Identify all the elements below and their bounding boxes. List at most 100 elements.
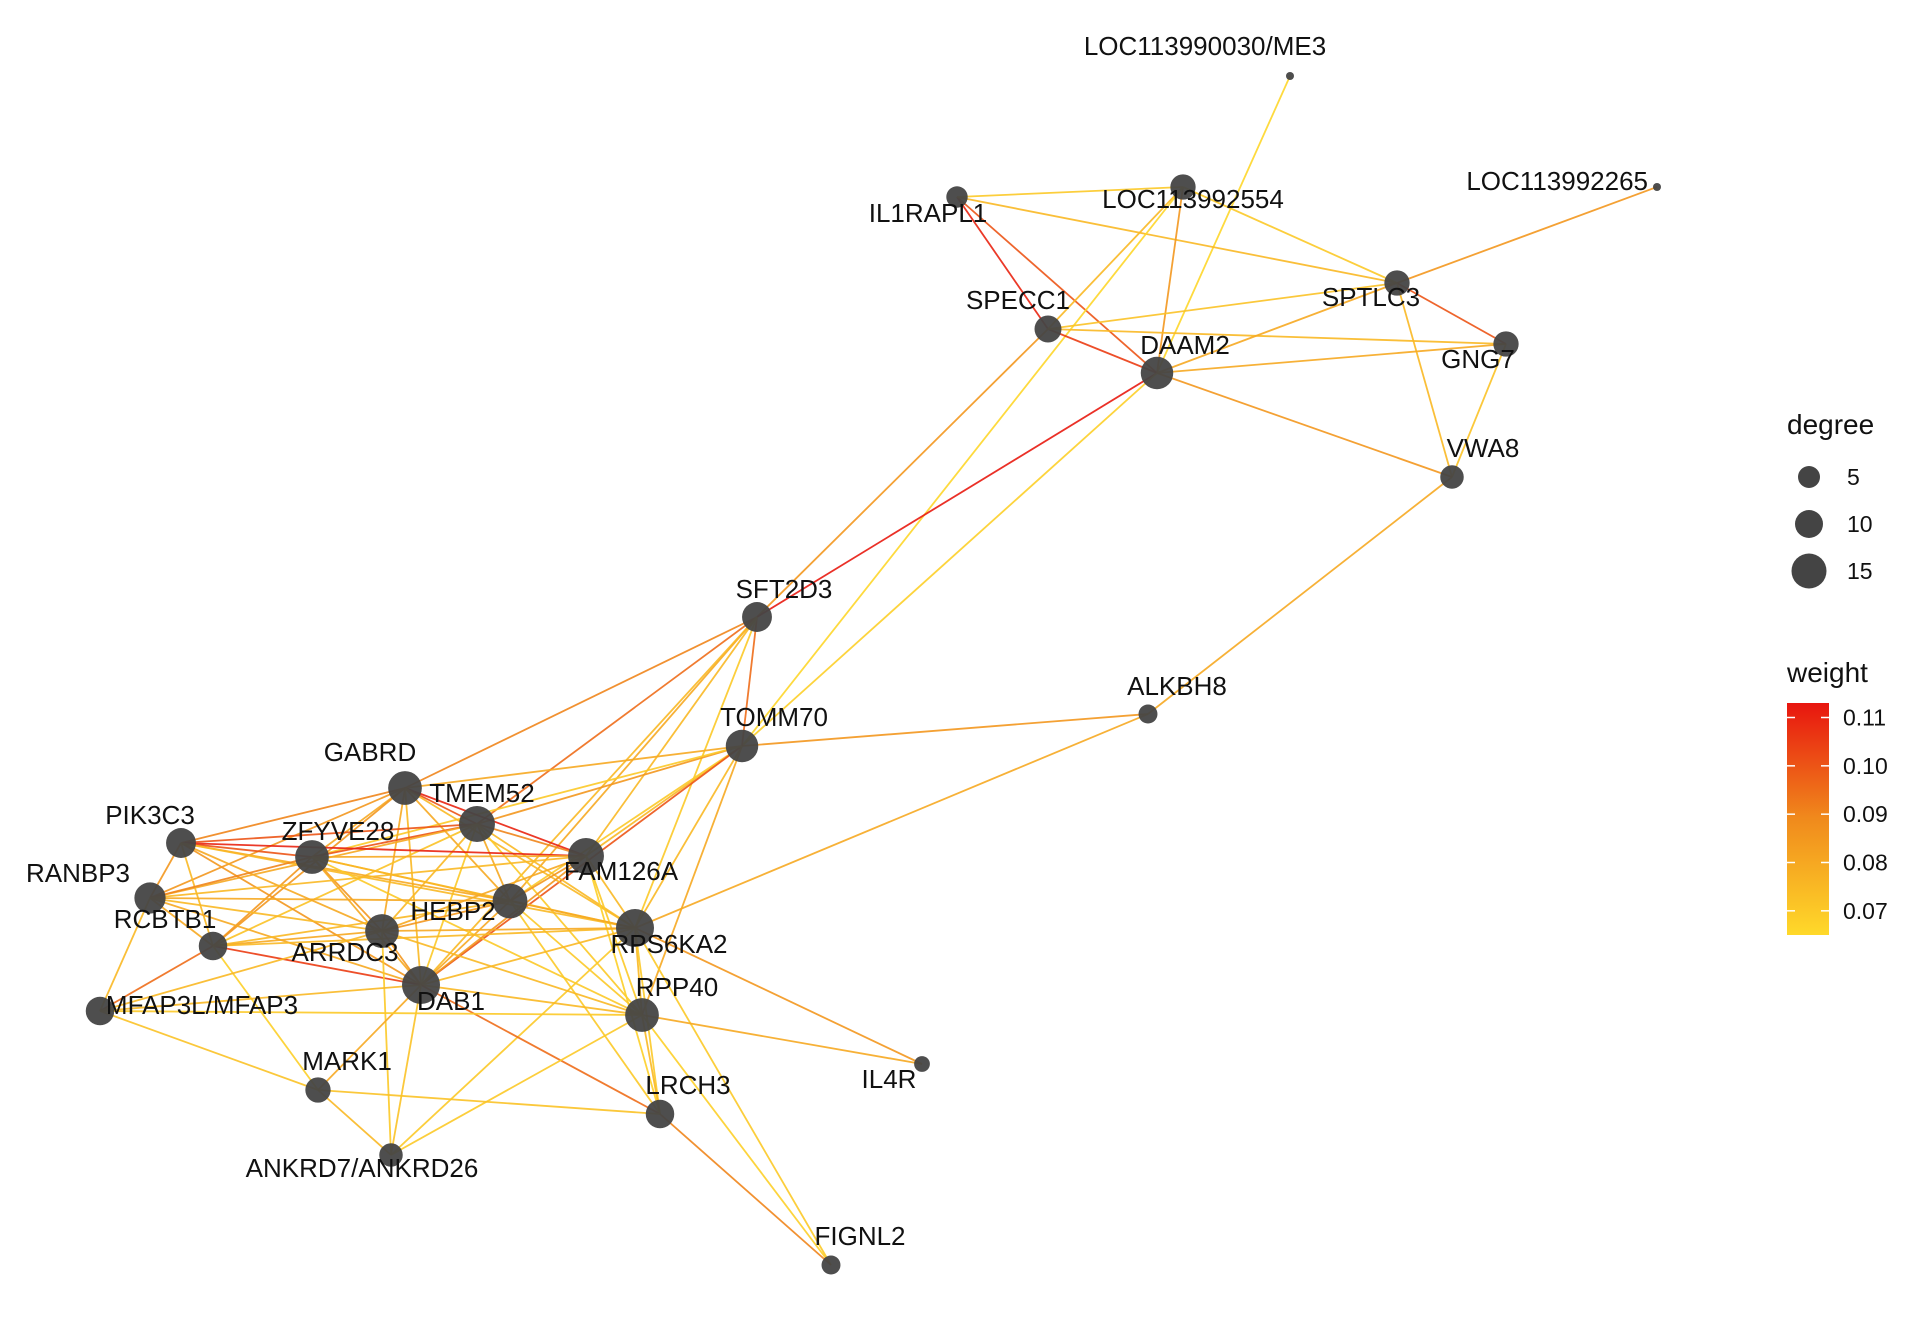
edge-gabrd-arrdc3 xyxy=(381,787,406,932)
edge-tmem52-fam126a xyxy=(476,823,587,857)
weight-tick-label-0: 0.11 xyxy=(1843,705,1886,731)
edge-dab1-lrch3 xyxy=(420,984,661,1115)
node-label-pik3c3: PIK3C3 xyxy=(105,800,195,830)
node-label-specc1: SPECC1 xyxy=(966,285,1070,315)
edge-hebp2-arrdc3 xyxy=(381,900,511,932)
edge-gabrd-hebp2 xyxy=(404,787,511,902)
edge-rps6ka2-il4r xyxy=(634,927,923,1065)
node-loc113990030-me3[interactable] xyxy=(1286,72,1294,80)
edge-rcbtb1-mark1 xyxy=(212,945,319,1091)
node-ranbp3[interactable] xyxy=(134,882,166,914)
edge-gng7-vwa8 xyxy=(1451,343,1507,478)
edge-dab1-mark1 xyxy=(317,984,422,1091)
edge-loc113992554-sptlc3 xyxy=(1182,186,1398,284)
edge-rps6ka2-fignl2 xyxy=(634,927,832,1266)
node-ankrd7-ankrd26[interactable] xyxy=(379,1143,403,1167)
edge-rpp40-ankrd7-ankrd26 xyxy=(390,1014,643,1156)
node-label-hebp2: HEBP2 xyxy=(410,896,495,926)
node-rps6ka2[interactable] xyxy=(616,909,654,947)
node-mfap3l-mfap3[interactable] xyxy=(85,996,115,1026)
weight-colorbar xyxy=(1787,703,1829,935)
node-label-dab1: DAB1 xyxy=(417,986,485,1016)
node-dab1[interactable] xyxy=(402,966,440,1004)
degree-legend-label-15: 15 xyxy=(1847,558,1873,584)
degree-legend-swatch-10 xyxy=(1795,510,1823,538)
edge-rps6ka2-arrdc3 xyxy=(381,927,636,932)
node-il4r[interactable] xyxy=(914,1056,930,1072)
node-specc1[interactable] xyxy=(1034,315,1062,343)
edge-sptlc3-vwa8 xyxy=(1396,282,1453,478)
edge-zfyve28-dab1 xyxy=(311,856,422,986)
node-label-vwa8: VWA8 xyxy=(1447,433,1520,463)
node-loc113992554[interactable] xyxy=(1170,174,1196,200)
node-daam2[interactable] xyxy=(1140,356,1174,390)
edge-zfyve28-rpp40 xyxy=(311,856,643,1016)
node-tomm70[interactable] xyxy=(725,729,759,763)
node-gng7[interactable] xyxy=(1493,331,1519,357)
node-arrdc3[interactable] xyxy=(365,914,399,948)
node-fam126a[interactable] xyxy=(568,838,604,874)
node-label-loc113992554: LOC113992554 xyxy=(1102,184,1284,214)
edge-loc113992554-tomm70 xyxy=(741,186,1184,747)
edge-specc1-sptlc3 xyxy=(1047,282,1398,330)
node-label-tomm70: TOMM70 xyxy=(720,702,828,732)
edge-loc113992554-specc1 xyxy=(1047,186,1184,330)
node-label-il4r: IL4R xyxy=(862,1064,917,1094)
node-label-mark1: MARK1 xyxy=(302,1046,392,1076)
node-vwa8[interactable] xyxy=(1440,465,1464,489)
edge-layer xyxy=(99,75,1658,1266)
node-fignl2[interactable] xyxy=(821,1255,841,1275)
node-label-gng7: GNG7 xyxy=(1441,344,1515,374)
edge-alkbh8-rps6ka2 xyxy=(634,713,1149,929)
edge-gabrd-zfyve28 xyxy=(311,787,406,858)
node-label-ankrd7-ankrd26: ANKRD7/ANKRD26 xyxy=(246,1153,479,1183)
node-rpp40[interactable] xyxy=(625,998,659,1032)
edge-ranbp3-dab1 xyxy=(149,897,422,986)
node-loc113992265[interactable] xyxy=(1653,183,1661,191)
edge-rpp40-mfap3l-mfap3 xyxy=(99,1010,643,1016)
edge-zfyve28-fam126a xyxy=(311,855,587,858)
node-sptlc3[interactable] xyxy=(1384,270,1410,296)
node-alkbh8[interactable] xyxy=(1138,704,1158,724)
edge-ranbp3-hebp2 xyxy=(149,897,511,902)
node-rcbtb1[interactable] xyxy=(198,931,228,961)
degree-legend-swatch-15 xyxy=(1791,553,1827,589)
edge-gng7-daam2 xyxy=(1156,343,1507,374)
degree-legend-swatch-5 xyxy=(1798,466,1820,488)
edge-tmem52-pik3c3 xyxy=(180,823,478,844)
node-gabrd[interactable] xyxy=(388,771,422,805)
weight-tick-label-4: 0.07 xyxy=(1843,898,1888,924)
edge-fam126a-lrch3 xyxy=(585,855,661,1115)
edge-loc113990030-me3-daam2 xyxy=(1156,75,1291,374)
edge-hebp2-dab1 xyxy=(420,900,511,986)
weight-legend: weight 0.110.100.090.080.07 xyxy=(1786,657,1888,935)
edge-hebp2-rps6ka2 xyxy=(509,900,636,929)
edge-zfyve28-rcbtb1 xyxy=(212,856,313,947)
edge-mark1-lrch3 xyxy=(317,1089,661,1115)
node-sft2d3[interactable] xyxy=(742,602,772,632)
edge-gabrd-rps6ka2 xyxy=(404,787,636,929)
node-label-loc113990030-me3: LOC113990030/ME3 xyxy=(1084,31,1326,61)
edge-dab1-rpp40 xyxy=(420,984,643,1016)
edge-rps6ka2-ankrd7-ankrd26 xyxy=(390,927,636,1156)
edge-specc1-daam2 xyxy=(1047,328,1158,374)
node-pik3c3[interactable] xyxy=(166,828,196,858)
edge-daam2-vwa8 xyxy=(1156,372,1453,478)
edge-arrdc3-rpp40 xyxy=(381,930,643,1016)
node-il1rapl1[interactable] xyxy=(946,186,968,208)
edge-mfap3l-mfap3-mark1 xyxy=(99,1010,319,1091)
edge-pik3c3-zfyve28 xyxy=(180,842,313,858)
edge-sft2d3-fam126a xyxy=(585,616,758,857)
edge-sptlc3-gng7 xyxy=(1396,282,1507,345)
node-hebp2[interactable] xyxy=(492,883,528,919)
node-mark1[interactable] xyxy=(305,1077,331,1103)
node-tmem52[interactable] xyxy=(459,806,495,842)
node-lrch3[interactable] xyxy=(645,1099,675,1129)
node-label-il1rapl1: IL1RAPL1 xyxy=(869,198,988,228)
edge-specc1-gng7 xyxy=(1047,328,1507,345)
node-zfyve28[interactable] xyxy=(295,840,329,874)
edge-pik3c3-dab1 xyxy=(180,842,422,986)
edge-pik3c3-rps6ka2 xyxy=(180,842,636,929)
